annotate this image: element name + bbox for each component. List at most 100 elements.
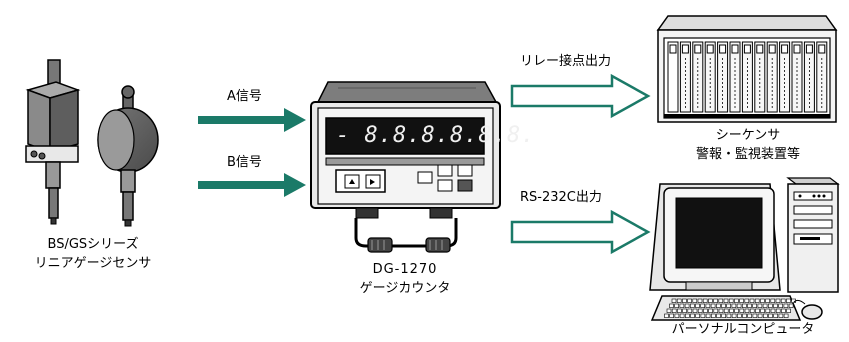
keyboard-key <box>773 303 778 308</box>
keyboard-key <box>755 308 760 313</box>
keyboard-key <box>767 303 773 308</box>
keyboard-key <box>765 298 770 303</box>
keyboard-key <box>695 303 700 308</box>
keyboard-key <box>788 303 794 308</box>
keyboard-key <box>728 298 734 303</box>
keyboard-key <box>734 298 739 303</box>
keyboard-key <box>736 313 742 318</box>
rack-module <box>803 41 815 113</box>
signal-b-label: B信号 <box>227 155 262 170</box>
keyboard-key <box>744 298 750 303</box>
keyboard-key <box>752 313 758 318</box>
keyboard-key <box>713 298 718 303</box>
keyboard-key <box>721 303 726 308</box>
keyboard-key <box>713 308 719 313</box>
keyboard-key <box>715 303 721 308</box>
keyboard-key <box>734 308 739 313</box>
keyboard-key <box>718 298 724 303</box>
keyboard-key <box>684 303 690 308</box>
relay-output-arrow <box>510 73 651 119</box>
keyboard-key <box>729 308 734 313</box>
keyboard-key <box>739 298 744 303</box>
keyboard-key <box>770 298 776 303</box>
keyboard-key <box>736 303 742 308</box>
keyboard-key <box>775 298 781 303</box>
counter-display-digits: - 8.8.8.8.8.8. <box>336 123 536 148</box>
keyboard-key <box>731 313 737 318</box>
keyboard-key <box>697 298 703 303</box>
keyboard-key <box>684 313 690 318</box>
keyboard-key <box>718 308 724 313</box>
keyboard-key <box>780 298 786 303</box>
rs232c-output-label: RS-232C出力 <box>520 190 602 205</box>
keyboard-key <box>749 298 755 303</box>
keyboard-key <box>695 313 701 318</box>
keyboard-key <box>710 303 716 308</box>
linear-gauge-sensor-dial <box>97 85 159 227</box>
counter-display <box>325 117 485 155</box>
sequencer-label: シーケンサ <box>715 128 781 143</box>
keyboard-key <box>723 308 729 313</box>
rs232c-output-arrow <box>510 209 651 255</box>
keyboard-key <box>726 313 732 318</box>
rack-module <box>729 41 741 113</box>
keyboard-key <box>781 308 786 313</box>
sensor-label-series: BS/GSシリーズ <box>47 237 139 252</box>
keyboard-key <box>765 308 771 313</box>
rack-module-slot <box>781 44 789 54</box>
keyboard-key <box>754 298 760 303</box>
linear-gauge-sensor-square <box>25 59 81 225</box>
keyboard-key <box>762 313 768 318</box>
pc-label: パーソナルコンピュータ <box>671 322 815 337</box>
keyboard-key <box>757 303 763 308</box>
rack-module <box>679 41 691 113</box>
rack-module-slot <box>768 44 776 54</box>
sensor-label-type: リニアゲージセンサ <box>34 256 152 271</box>
keyboard-key <box>705 313 711 318</box>
keyboard-key <box>757 313 763 318</box>
keyboard-key <box>741 303 747 308</box>
keyboard-key <box>703 308 708 313</box>
keyboard-key <box>682 298 687 303</box>
keyboard-key <box>700 303 706 308</box>
rack-module <box>754 41 766 113</box>
signal-a-arrow <box>198 108 306 132</box>
counter-name-label: ゲージカウンタ <box>359 281 451 296</box>
keyboard-key <box>687 308 693 313</box>
keyboard-key <box>762 303 768 308</box>
keyboard-key <box>747 313 753 318</box>
keyboard-key <box>692 308 698 313</box>
keyboard-key <box>708 308 713 313</box>
keyboard-key <box>674 303 680 308</box>
keyboard-key <box>705 303 711 308</box>
keyboard-key <box>747 303 752 308</box>
keyboard-key <box>739 308 745 313</box>
keyboard-key <box>708 298 713 303</box>
keyboard-key <box>674 313 680 318</box>
rack-module-slot <box>731 44 739 54</box>
rack-module-slot <box>706 44 714 54</box>
keyboard-key <box>783 313 789 318</box>
rack-module <box>779 41 791 113</box>
keyboard-key <box>702 298 708 303</box>
keyboard-key <box>768 313 773 318</box>
keyboard-key <box>752 303 758 308</box>
keyboard-key <box>679 303 685 308</box>
keyboard-key <box>682 308 687 313</box>
keyboard-keys <box>664 298 796 318</box>
keyboard-key <box>679 313 685 318</box>
keyboard-key <box>690 313 695 318</box>
rack-module <box>692 41 704 113</box>
rack-module-slot <box>805 44 813 54</box>
signal-b-arrow <box>198 173 306 197</box>
keyboard-key <box>697 308 703 313</box>
keyboard-key <box>676 298 682 303</box>
rack-module <box>816 41 828 113</box>
keyboard-key <box>775 308 781 313</box>
rack-module-slot <box>681 44 689 54</box>
rack-module-slot <box>818 44 826 54</box>
keyboard-key <box>669 313 675 318</box>
keyboard-key <box>687 298 692 303</box>
keyboard-key <box>786 308 791 313</box>
